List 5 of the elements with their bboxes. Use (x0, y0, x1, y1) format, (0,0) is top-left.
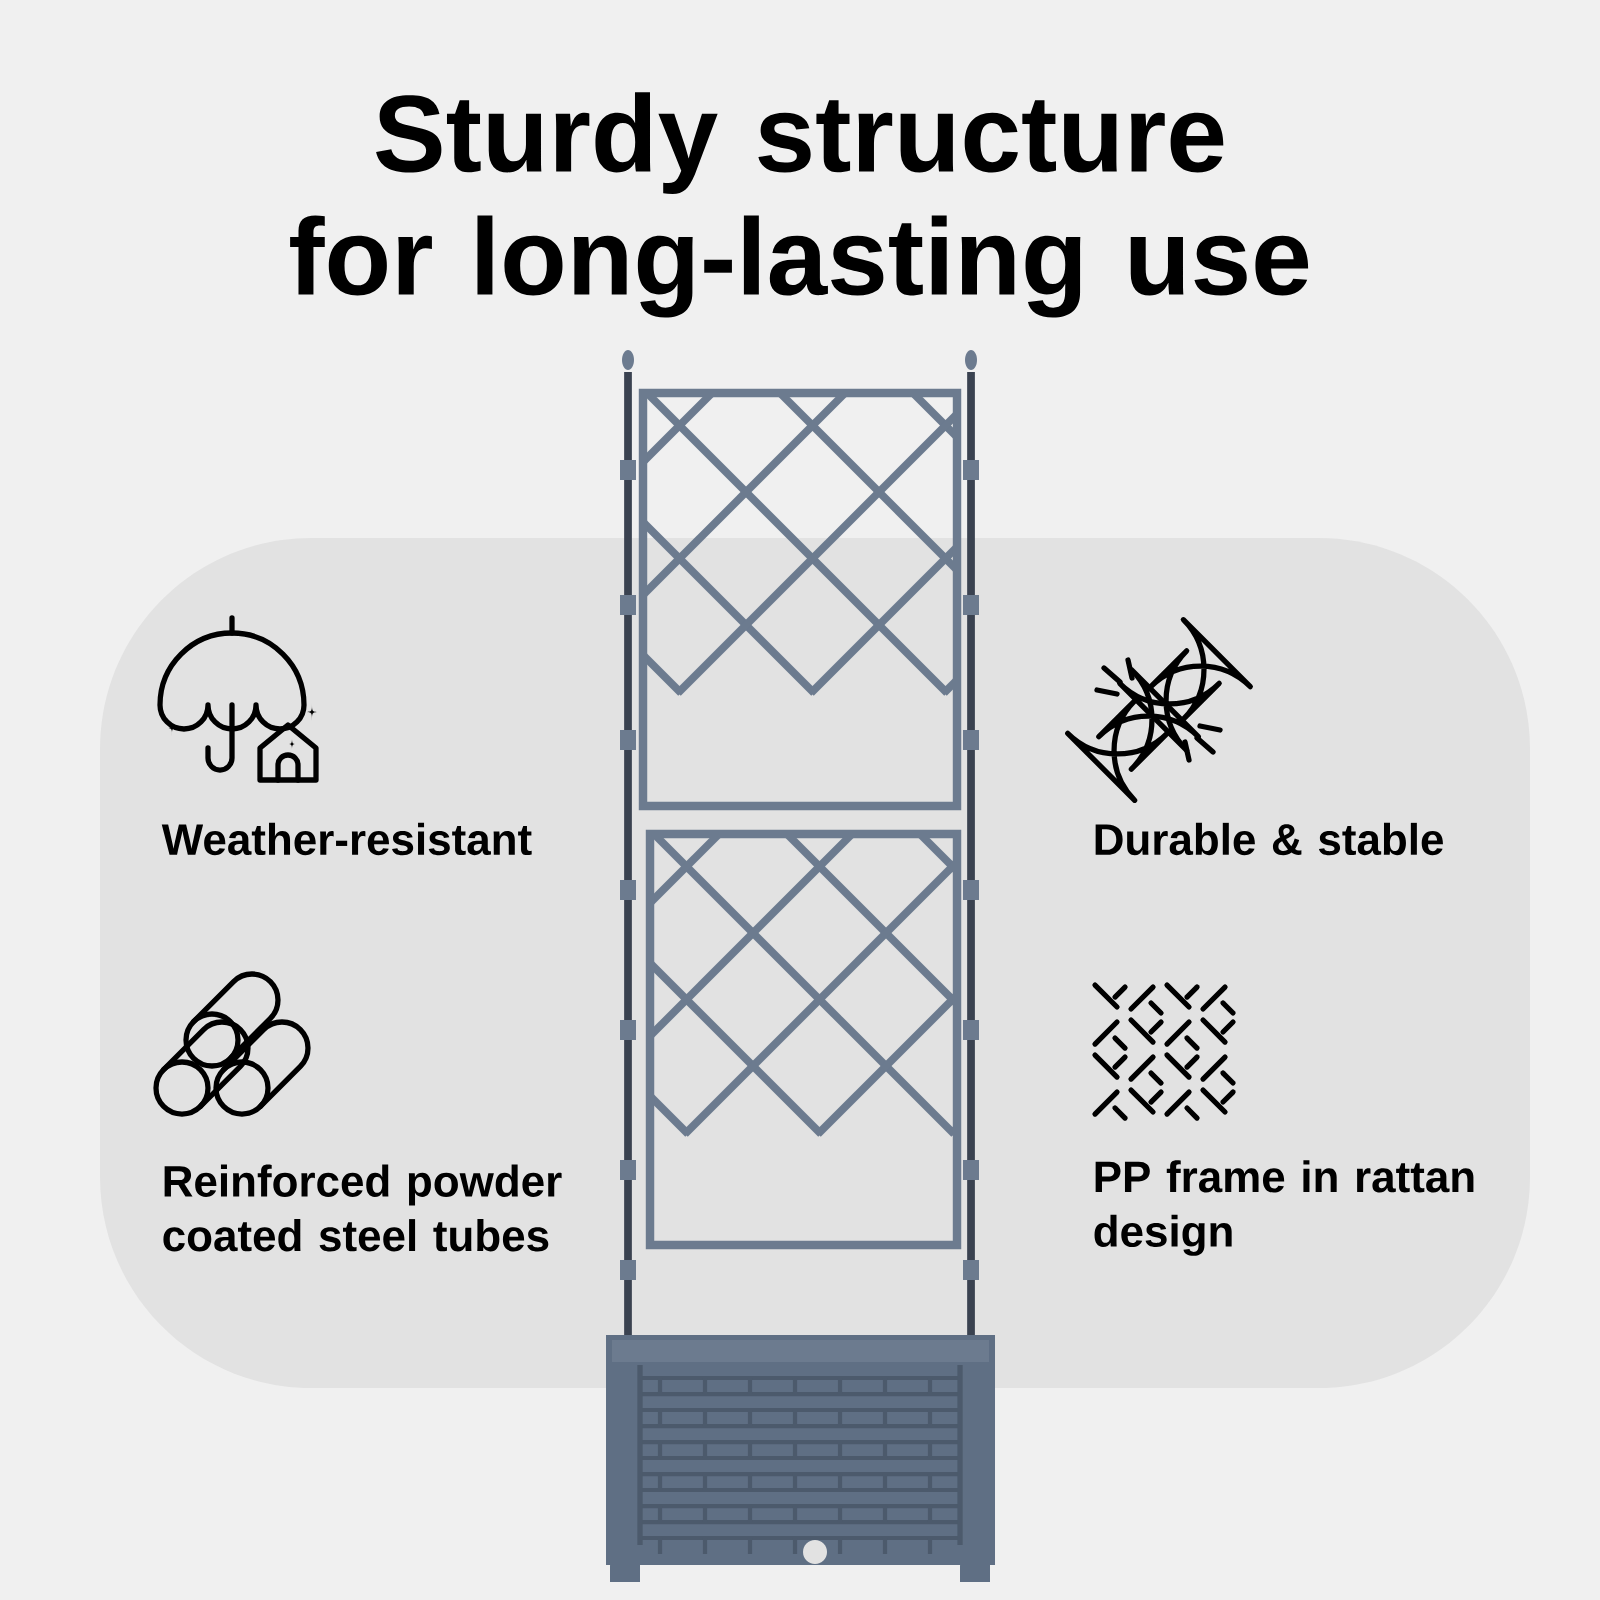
title: Sturdy structure for long-lasting use (290, 92, 1309, 318)
feature-label: PP frame in rattan design (1094, 1160, 1474, 1256)
feature-label: Weather-resistant (161, 822, 532, 856)
feature-label: Durable & stable (1095, 822, 1443, 856)
feature-label: Reinforced powder coated steel tubes (163, 1164, 562, 1252)
